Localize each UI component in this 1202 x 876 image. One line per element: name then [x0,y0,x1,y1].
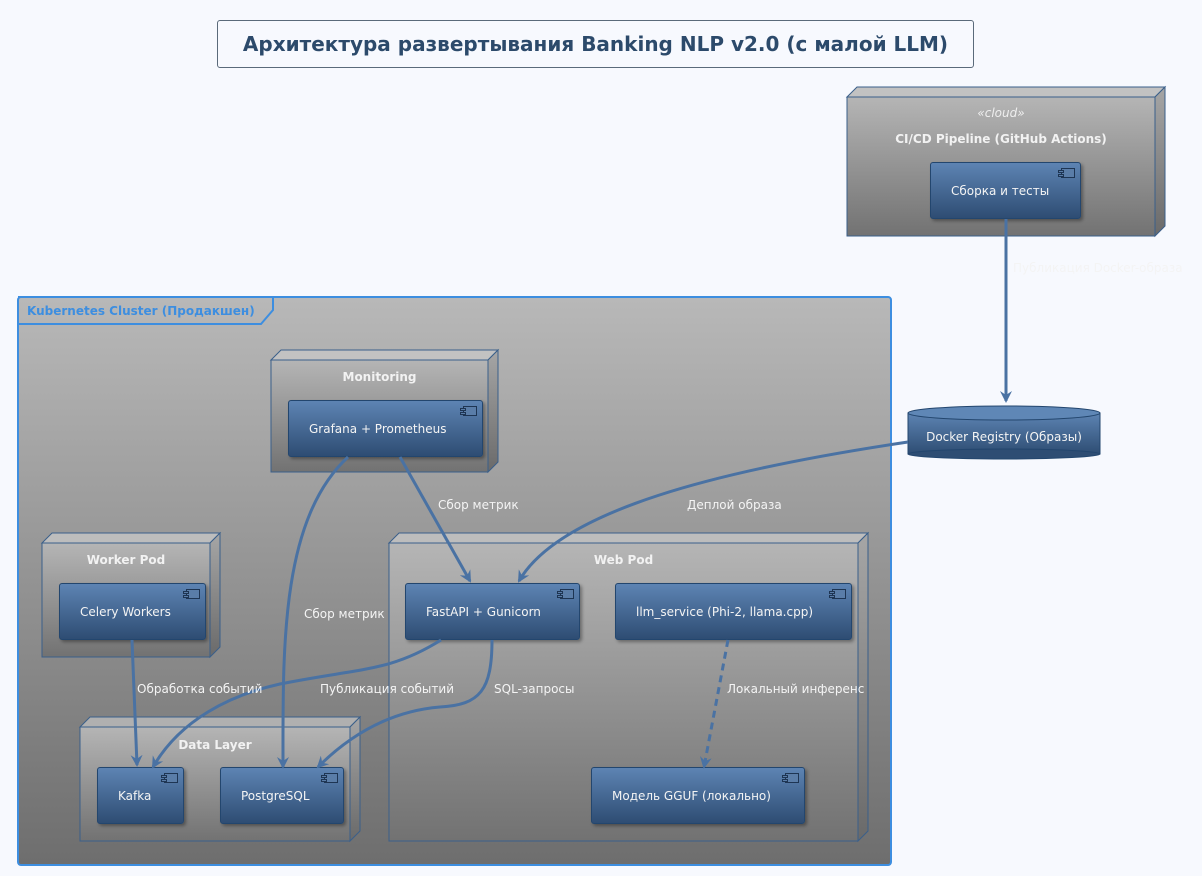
edge-local-inference [699,639,730,769]
edge-label-local-inference: Локальный инференс [727,682,865,696]
edge-metrics-db [276,455,350,769]
data-layer-node-label: Data Layer [178,738,252,752]
component-icon [557,589,574,599]
llm-service-component[interactable]: llm_service (Phi-2, llama.cpp) [615,583,852,640]
component-icon [183,589,200,599]
web-pod-node-label: Web Pod [593,553,654,567]
registry-cylinder-shape [907,405,1101,460]
cluster-tab-shape [18,296,274,325]
edge-label-metrics-db: Сбор метрик [304,607,385,621]
edge-label-metrics-web: Сбор метрик [438,498,519,512]
fastapi-label: FastAPI + Gunicorn [426,604,541,619]
build-test-component[interactable]: Сборка и тесты [930,162,1081,219]
edge-metrics-web [398,456,472,583]
gguf-model-label: Модель GGUF (локально) [612,788,771,803]
edge-label-publish-image: Публикация Docker-образа [1013,261,1183,275]
edge-label-publish-events: Публикация событий [320,682,454,696]
edge-deploy-image [517,440,909,583]
grafana-prometheus-label: Grafana + Prometheus [309,421,447,436]
worker-pod-node-label: Worker Pod [86,553,166,567]
component-icon [829,589,846,599]
registry-label: Docker Registry (Образы) [926,430,1082,444]
cicd-node-label: CI/CD Pipeline (GitHub Actions) [895,132,1107,146]
monitoring-node-label: Monitoring [342,370,417,384]
build-test-label: Сборка и тесты [951,183,1050,198]
component-icon [460,406,477,416]
kafka-label: Kafka [118,788,152,803]
gguf-model-component[interactable]: Модель GGUF (локально) [591,767,805,824]
component-icon [161,773,178,783]
fastapi-component[interactable]: FastAPI + Gunicorn [405,583,580,640]
diagram-title: Архитектура развертывания Banking NLP v2… [217,20,974,68]
celery-workers-component[interactable]: Celery Workers [59,583,206,640]
llm-service-label: llm_service (Phi-2, llama.cpp) [636,604,813,619]
celery-workers-label: Celery Workers [80,604,171,619]
edge-process-events [130,639,143,767]
edge-publish-events [151,638,442,769]
edge-label-deploy-image: Деплой образа [687,498,782,512]
edge-label-sql-queries: SQL-запросы [494,682,575,696]
cicd-stereotype: «cloud» [977,106,1025,120]
component-icon [1058,168,1075,178]
edge-label-process-events: Обработка событий [137,682,263,696]
edge-sql-queries [316,639,494,769]
postgresql-label: PostgreSQL [241,788,310,803]
grafana-prometheus-component[interactable]: Grafana + Prometheus [288,400,483,457]
component-icon [782,773,799,783]
kafka-component[interactable]: Kafka [97,767,184,824]
component-icon [321,773,338,783]
cluster-label: Kubernetes Cluster (Продакшен) [27,304,255,318]
